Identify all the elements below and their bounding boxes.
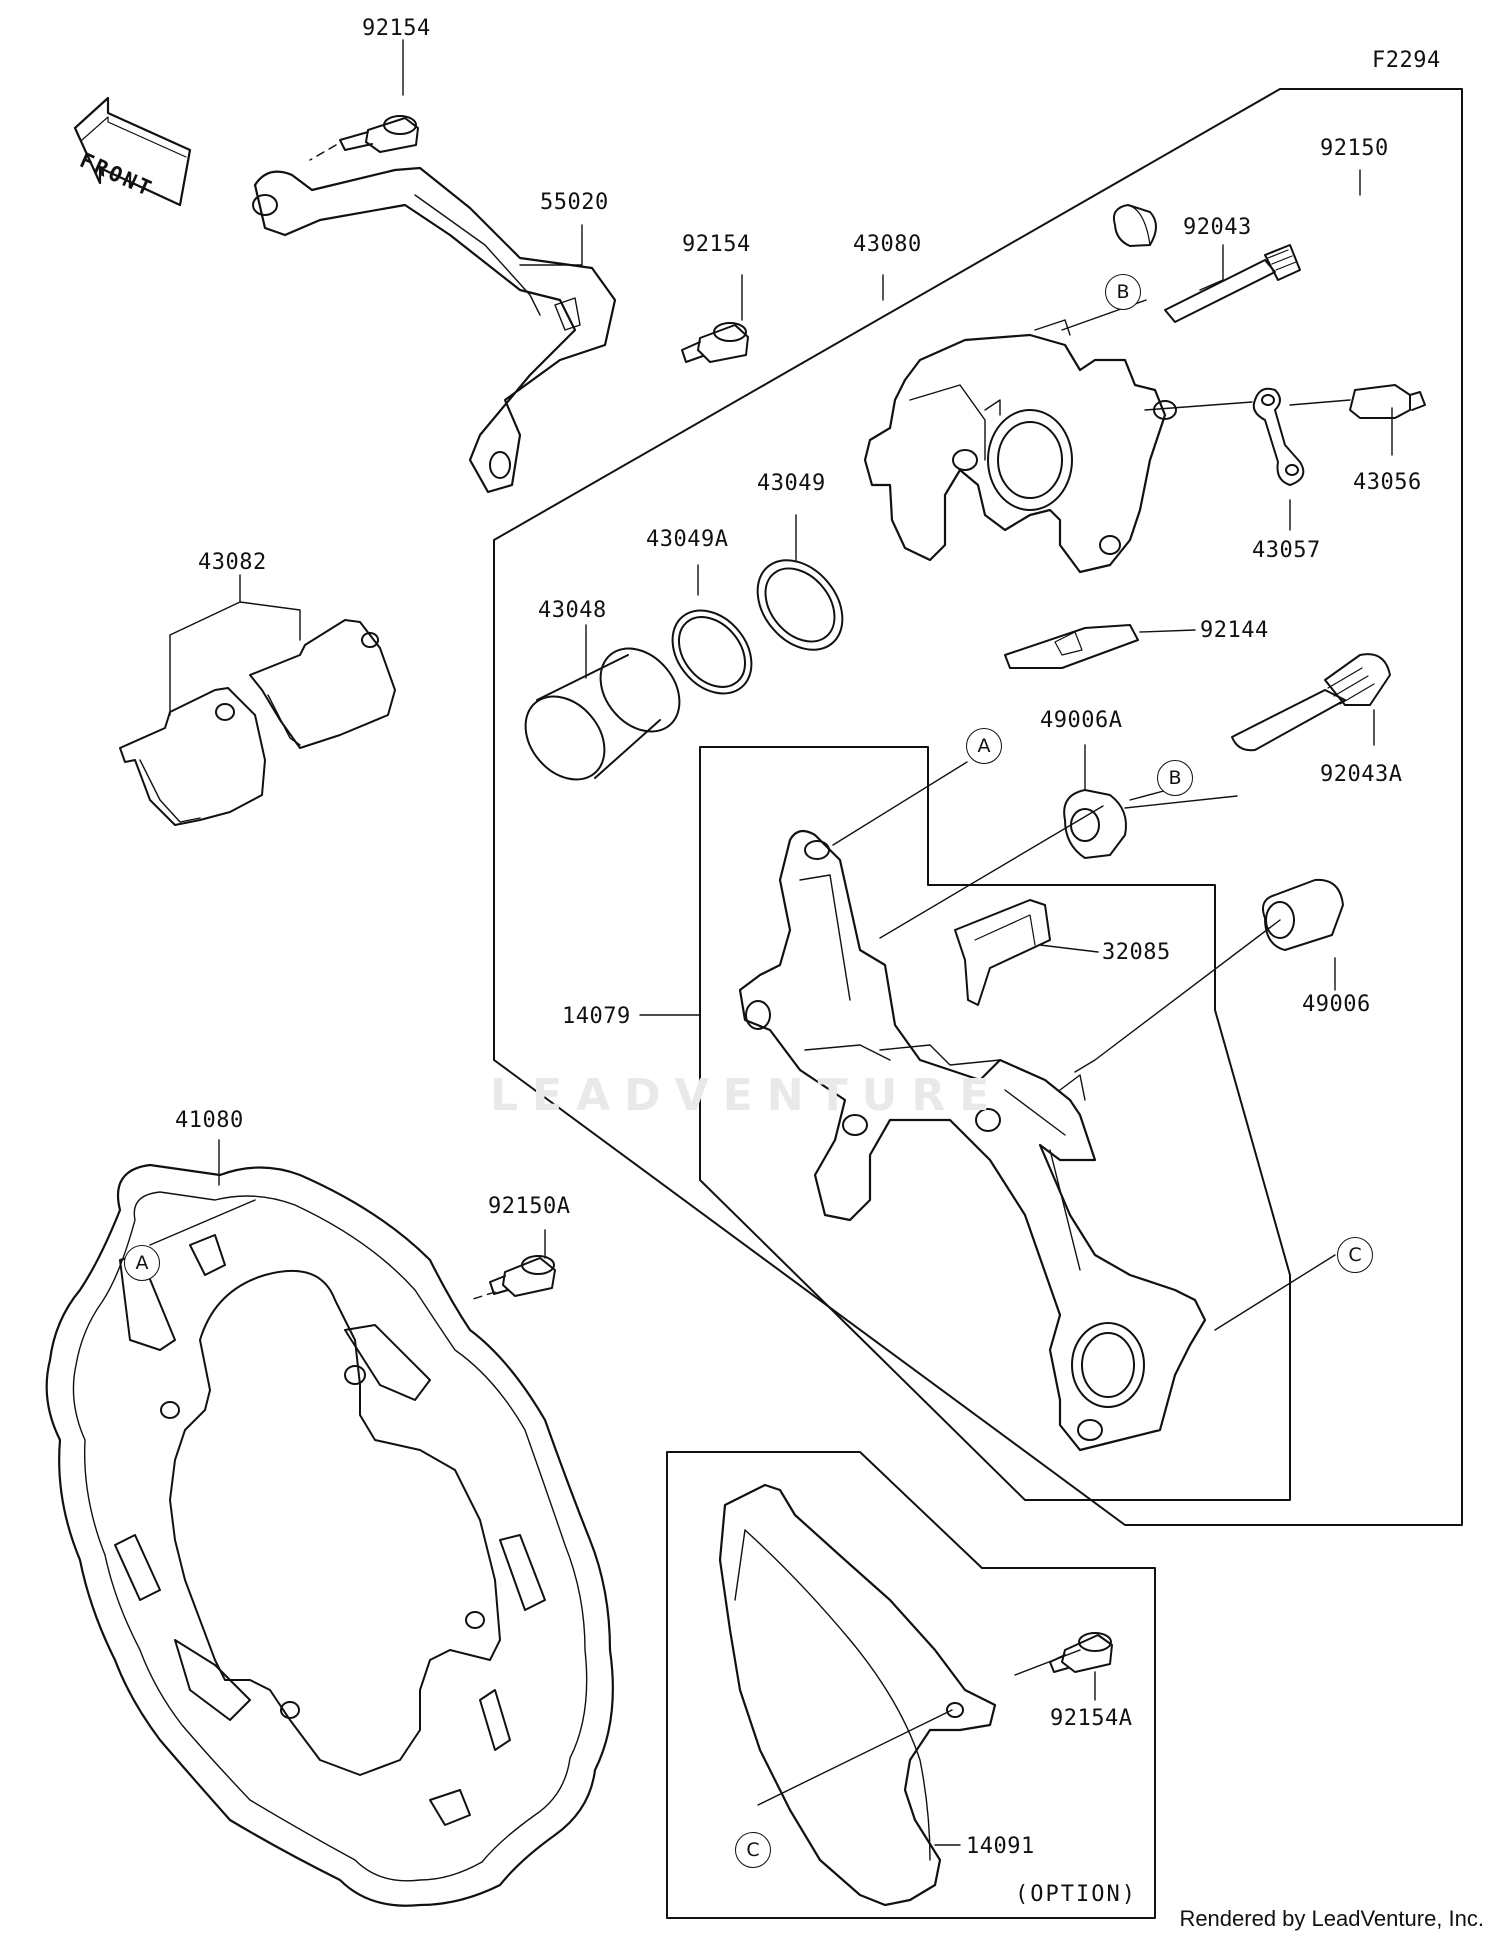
ref-marker: B	[1105, 274, 1141, 310]
disc-41080	[45, 1163, 614, 1907]
pin-92043	[1164, 244, 1301, 323]
bolt-92154A	[1049, 1632, 1113, 1673]
bolt-92154-middle	[681, 322, 749, 363]
ref-marker: C	[1337, 1237, 1373, 1273]
part-label: 43080	[853, 232, 922, 257]
seal-43049A	[671, 609, 753, 695]
seal-43049	[756, 559, 844, 651]
bolt-92150A	[489, 1255, 556, 1297]
part-label: 92150	[1320, 136, 1389, 161]
part-label: 92154A	[1050, 1706, 1133, 1731]
part-label: 55020	[540, 190, 609, 215]
part-label: 92154	[362, 16, 431, 41]
brake-pads-43082	[119, 619, 396, 826]
guard-14091	[718, 1483, 997, 1907]
bolt-92154-top	[339, 115, 419, 153]
bracket-55020	[252, 166, 617, 494]
part-label: 92043A	[1320, 762, 1403, 787]
caliper-assembly-frame	[493, 88, 1463, 1526]
piston-43048	[524, 647, 681, 781]
part-label: 92150A	[488, 1194, 571, 1219]
part-label: 14079	[562, 1004, 631, 1029]
leader-lines	[149, 39, 1393, 1846]
part-label: 14091	[966, 1834, 1035, 1859]
watermark: LEADVENTURE	[490, 1070, 1004, 1121]
diagram-id: F2294	[1372, 48, 1441, 73]
part-label: 92043	[1183, 215, 1252, 240]
clip-92144	[1004, 624, 1139, 669]
part-label: 43048	[538, 598, 607, 623]
bracket-assembly-frame	[699, 746, 1291, 1501]
option-frame	[666, 1451, 1156, 1919]
pin-92043A	[1231, 653, 1391, 752]
part-label: 41080	[175, 1108, 244, 1133]
guide-43057	[1252, 387, 1305, 486]
part-label: 43049A	[646, 527, 729, 552]
part-label: 49006A	[1040, 708, 1123, 733]
ref-marker: C	[735, 1832, 771, 1868]
bleeder-43056	[1349, 384, 1426, 419]
part-label: 92154	[682, 232, 751, 257]
boot-49006	[1262, 878, 1344, 951]
caliper-body-43080	[863, 319, 1177, 574]
part-label: 43082	[198, 550, 267, 575]
part-label: 43056	[1353, 470, 1422, 495]
bracket-14079	[738, 829, 1207, 1452]
front-arrow-icon	[73, 96, 192, 207]
part-label: 43049	[757, 471, 826, 496]
option-label: (OPTION)	[1015, 1882, 1137, 1907]
part-label: 92144	[1200, 618, 1269, 643]
footer-credit: Rendered by LeadVenture, Inc.	[1179, 1906, 1484, 1931]
ref-marker: B	[1157, 760, 1193, 796]
part-label: 32085	[1102, 940, 1171, 965]
part-label: 43057	[1252, 538, 1321, 563]
ref-marker: A	[124, 1245, 160, 1281]
part-label: 49006	[1302, 992, 1371, 1017]
cap-92150	[1112, 204, 1157, 247]
spring-32085	[954, 899, 1051, 1006]
ref-marker: A	[966, 728, 1002, 764]
